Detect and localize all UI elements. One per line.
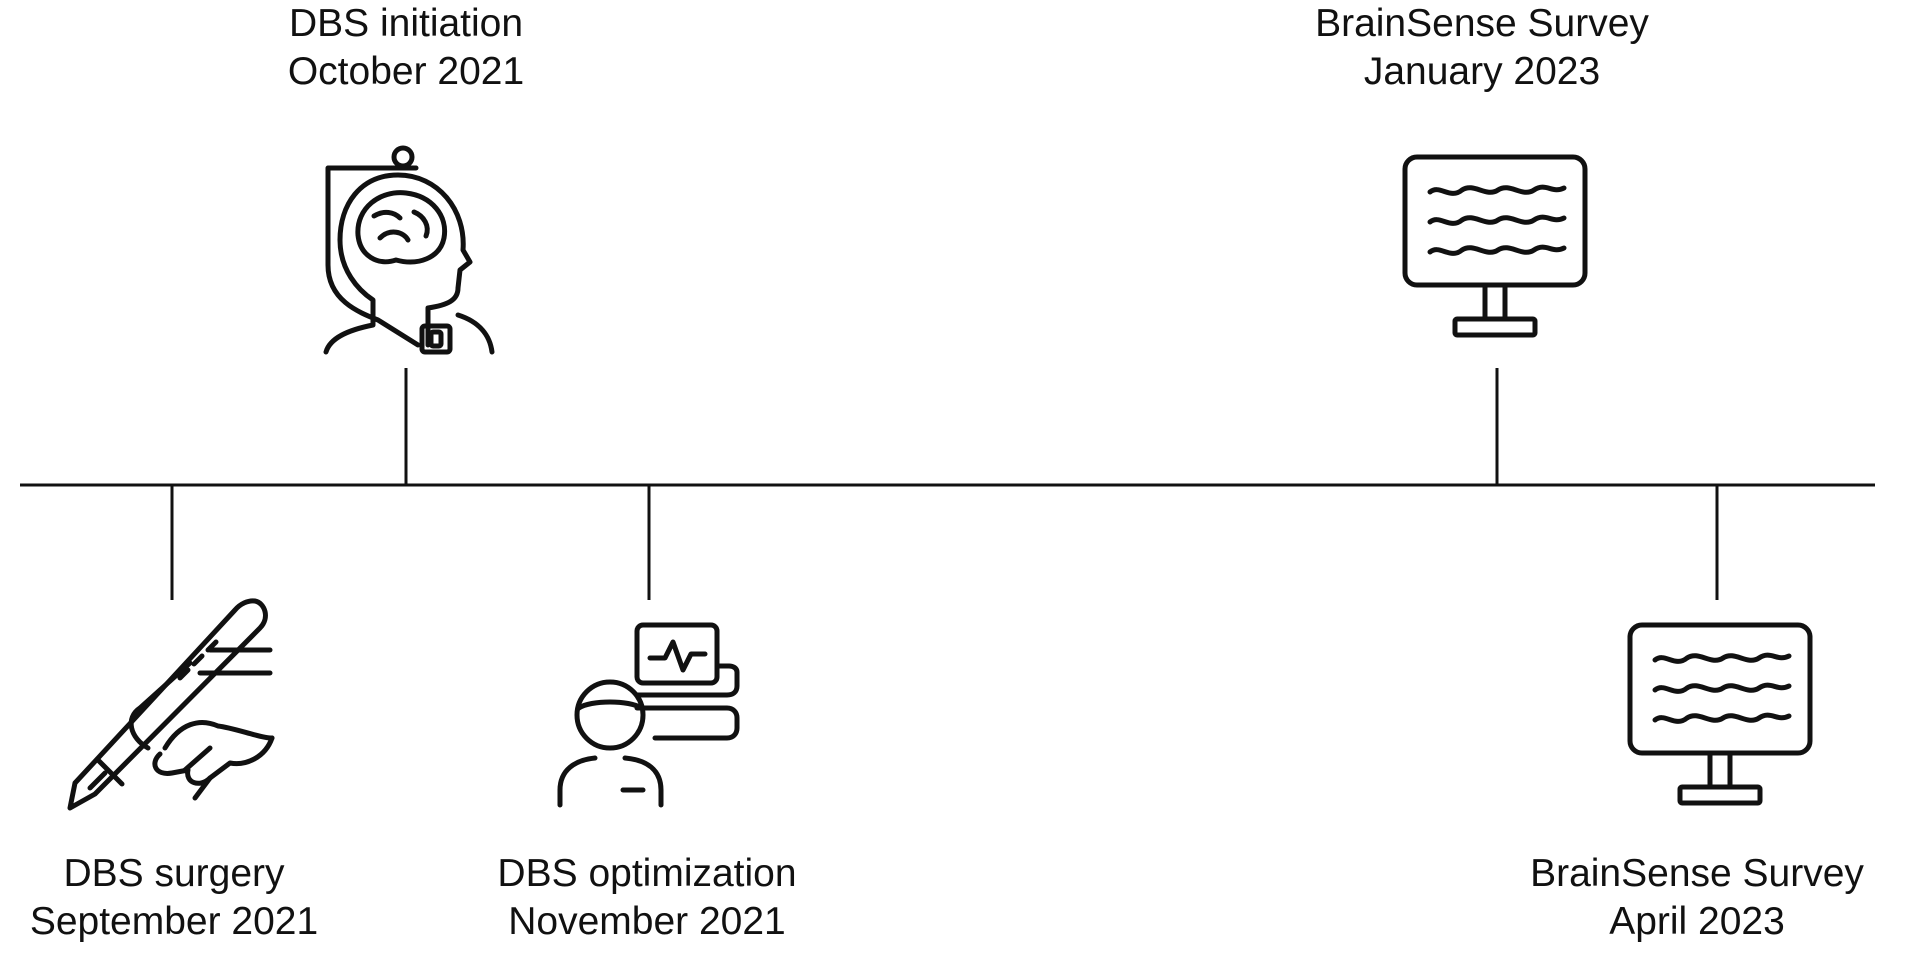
event-title: DBS surgery <box>63 852 285 895</box>
event-date: September 2021 <box>29 900 319 943</box>
event-label-survey-jan: BrainSense Survey January 2023 <box>1272 0 1692 96</box>
event-title: DBS initiation <box>288 2 524 45</box>
event-date: April 2023 <box>1609 900 1785 943</box>
brain-signal-monitor-icon <box>1625 620 1815 810</box>
event-title: BrainSense Survey <box>1315 2 1649 45</box>
event-title: DBS optimization <box>497 852 797 895</box>
event-date: November 2021 <box>508 900 786 943</box>
event-date: January 2023 <box>1363 50 1601 93</box>
clinician-monitor-icon <box>555 620 745 810</box>
event-label-optimization: DBS optimization November 2021 <box>437 850 857 946</box>
scalpel-hand-icon <box>60 598 280 813</box>
event-label-survey-apr: BrainSense Survey April 2023 <box>1487 850 1907 946</box>
event-date: October 2021 <box>287 50 525 93</box>
event-label-surgery: DBS surgery September 2021 <box>0 850 384 946</box>
event-title: BrainSense Survey <box>1530 852 1864 895</box>
event-label-initiation: DBS initiation October 2021 <box>196 0 616 96</box>
brain-signal-monitor-icon <box>1400 152 1590 342</box>
patient-brain-stimulator-icon <box>318 140 498 355</box>
